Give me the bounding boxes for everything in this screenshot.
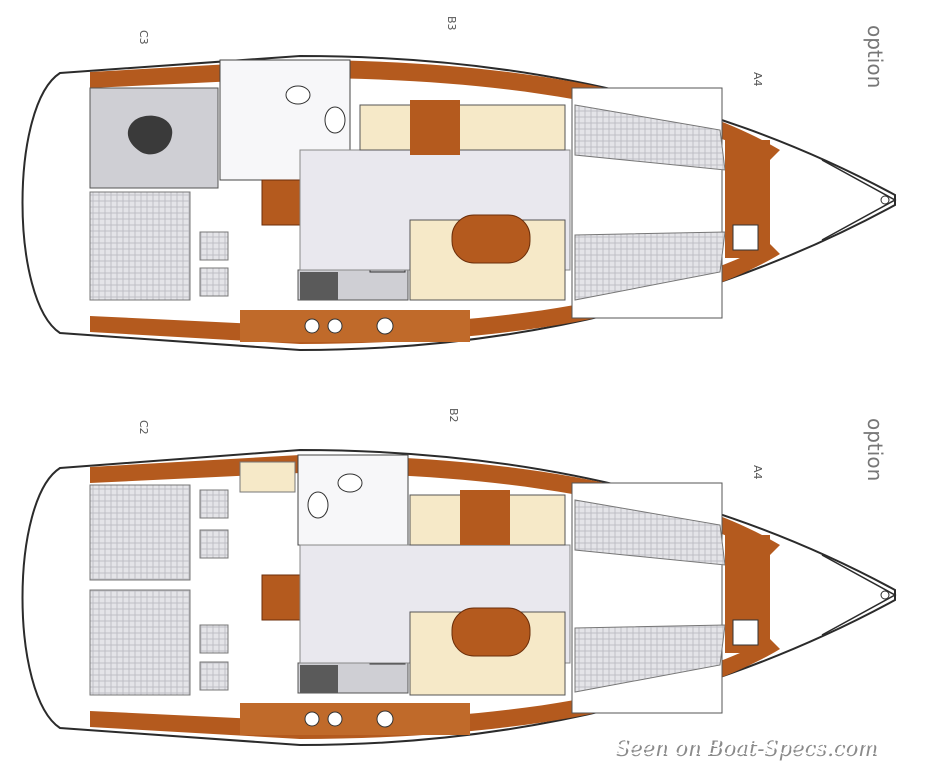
label-fwd-cabin: A4 [751, 465, 764, 480]
label-mid: B2 [447, 408, 460, 423]
stove-icon [300, 272, 338, 300]
saloon-wood-top [410, 100, 460, 155]
cupholder-icon [304, 711, 320, 727]
cupholder-icon [376, 710, 394, 728]
step-1 [199, 489, 229, 519]
sink-icon [285, 85, 311, 105]
bow-outline [821, 159, 897, 241]
aft-locker [239, 461, 296, 493]
label-aft-cabin: C3 [137, 30, 150, 45]
fwd-sink-icon [732, 224, 759, 251]
bow-fitting-icon [880, 195, 890, 205]
cupholder-icon [376, 317, 394, 335]
step-2 [199, 267, 229, 297]
cupholder-icon [327, 711, 343, 727]
fwd-berth-starboard [574, 231, 726, 301]
step-1 [199, 231, 229, 261]
layout-plan-top: C3 B3 A4 option [21, 16, 897, 352]
label-aft-cabin: C2 [137, 420, 150, 435]
saloon-settee-top [359, 104, 566, 151]
hatch-icon [127, 115, 173, 155]
cupholder-icon [304, 318, 320, 334]
label-option: option [863, 25, 887, 88]
layout-plan-bottom: C2 B2 A4 option [21, 408, 897, 747]
cupholder-icon [327, 318, 343, 334]
fwd-sink-icon [732, 619, 759, 646]
watermark-shadow: Seen on Boat-Specs.com [616, 737, 878, 761]
saloon-table [451, 214, 531, 264]
nav-seat [261, 179, 303, 226]
toilet-icon [307, 491, 329, 519]
watermark: Seen on Boat-Specs.com [614, 735, 876, 759]
galley-wood-front [240, 310, 470, 342]
toilet-icon [324, 106, 346, 134]
saloon-table [451, 607, 531, 657]
fwd-berth-starboard [574, 624, 726, 693]
aft-berth [89, 191, 191, 301]
label-mid: B3 [445, 16, 458, 31]
saloon-wood-top [460, 490, 510, 545]
nav-seat [261, 574, 303, 621]
stove-icon [300, 665, 338, 693]
step-4 [199, 661, 229, 691]
galley-wood-front [240, 703, 470, 735]
bow-fitting-icon [880, 590, 890, 600]
bow-outline [821, 554, 897, 636]
label-option: option [863, 418, 887, 481]
step-2 [199, 529, 229, 559]
aft-berth-starboard [89, 589, 191, 696]
step-3 [199, 624, 229, 654]
label-fwd-cabin: A4 [751, 72, 764, 87]
aft-berth-port [89, 484, 191, 581]
sink-icon [337, 473, 363, 493]
